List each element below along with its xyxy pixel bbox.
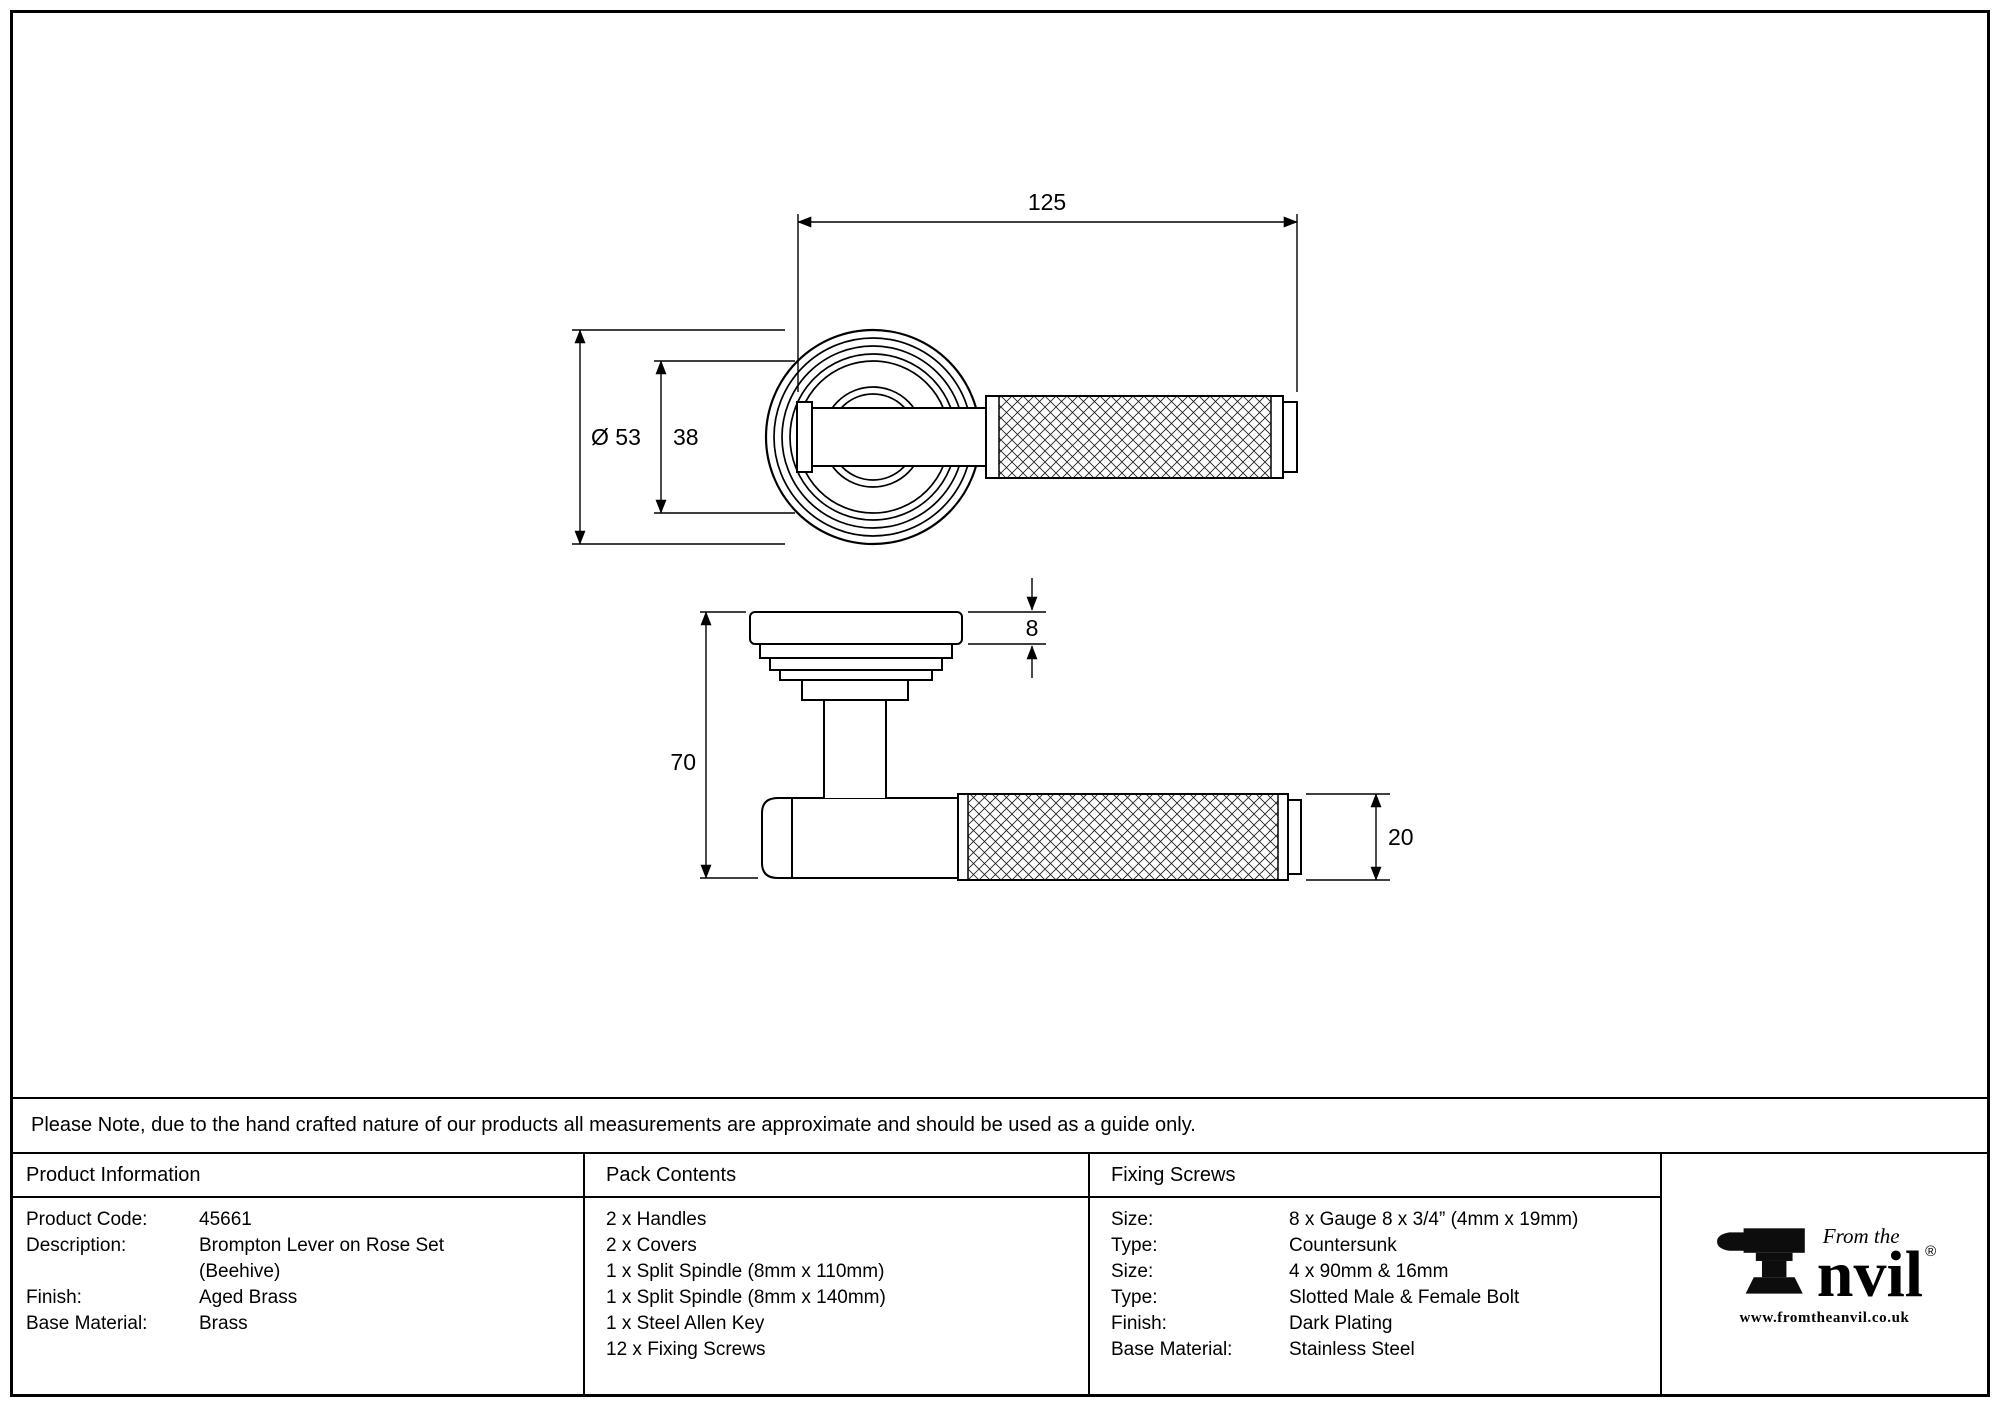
pack-item: 12 x Fixing Screws xyxy=(606,1339,766,1360)
anvil-icon xyxy=(1716,1227,1805,1294)
product-code-label: Product Code: xyxy=(26,1209,148,1230)
dim-20-lines xyxy=(1306,793,1390,881)
front-view-lever xyxy=(796,395,1298,479)
pack-contents-column: Pack Contents 2 x Handles 2 x Covers 1 x… xyxy=(585,1154,1090,1394)
screw-type-value: Countersunk xyxy=(1289,1235,1397,1256)
base-material-label: Base Material: xyxy=(26,1313,148,1334)
bolt-type-label: Type: xyxy=(1111,1287,1158,1308)
screw-size-value: 8 x Gauge 8 x 3/4” (4mm x 19mm) xyxy=(1289,1209,1579,1230)
fixing-screws-column: Fixing Screws Size: 8 x Gauge 8 x 3/4” (… xyxy=(1090,1154,1662,1394)
logo-url: www.fromtheanvil.co.uk xyxy=(1739,1309,1910,1326)
screw-material-label: Base Material: xyxy=(1111,1339,1233,1360)
info-table: Product Information Product Code: 45661 … xyxy=(13,1152,1987,1394)
logo-name: nvil xyxy=(1816,1238,1924,1312)
base-material-row: Base Material: Brass xyxy=(26,1311,583,1337)
screw-type-row: Type: Countersunk xyxy=(1111,1233,1660,1259)
registered-mark-icon: ® xyxy=(1925,1243,1937,1261)
bolt-type-row: Type: Slotted Male & Female Bolt xyxy=(1111,1285,1660,1311)
description-label: Description: xyxy=(26,1235,127,1256)
fixing-screws-header: Fixing Screws xyxy=(1090,1154,1660,1198)
bolt-size-value: 4 x 90mm & 16mm xyxy=(1289,1261,1449,1282)
dim-125-lines xyxy=(797,214,1298,392)
product-code-value: 45661 xyxy=(199,1209,252,1230)
bolt-size-label: Size: xyxy=(1111,1261,1154,1282)
bolt-type-value: Slotted Male & Female Bolt xyxy=(1289,1287,1520,1308)
screw-finish-value: Dark Plating xyxy=(1289,1313,1393,1334)
logo-column: From the nvil ® www.fromtheanvil.co.uk xyxy=(1662,1154,1987,1394)
drawing-area: 125 Ø 53 38 8 70 20 xyxy=(13,13,1987,1097)
screw-finish-label: Finish: xyxy=(1111,1313,1167,1334)
dim-rose-thickness-label: 8 xyxy=(1026,615,1039,641)
side-view xyxy=(749,611,1302,881)
note-text: Please Note, due to the hand crafted nat… xyxy=(31,1114,1196,1136)
finish-value: Aged Brass xyxy=(199,1287,298,1308)
note-bar: Please Note, due to the hand crafted nat… xyxy=(13,1097,1987,1152)
anvil-logo: From the nvil ® www.fromtheanvil.co.uk xyxy=(1713,1222,1936,1327)
dim-38-lines xyxy=(654,360,795,514)
pack-item: 2 x Handles xyxy=(606,1209,707,1230)
product-code-row: Product Code: 45661 xyxy=(26,1207,583,1233)
finish-row: Finish: Aged Brass xyxy=(26,1285,583,1311)
base-material-value: Brass xyxy=(199,1313,248,1334)
technical-drawing: 125 Ø 53 38 8 70 20 xyxy=(572,189,1414,881)
description-value: Brompton Lever on Rose Set (Beehive) xyxy=(199,1235,445,1282)
product-info-column: Product Information Product Code: 45661 … xyxy=(13,1154,585,1394)
screw-size-label: Size: xyxy=(1111,1209,1154,1230)
dim-diameter-label: Ø 53 xyxy=(591,424,641,450)
dim-rose-inner-label: 38 xyxy=(673,424,699,450)
pack-item: 1 x Steel Allen Key xyxy=(606,1313,765,1334)
screw-type-label: Type: xyxy=(1111,1235,1158,1256)
bolt-size-row: Size: 4 x 90mm & 16mm xyxy=(1111,1259,1660,1285)
screw-finish-row: Finish: Dark Plating xyxy=(1111,1311,1660,1337)
pack-item: 1 x Split Spindle (8mm x 140mm) xyxy=(606,1287,886,1308)
sheet-frame: 125 Ø 53 38 8 70 20 Please Note, due to … xyxy=(10,10,1990,1397)
dim-53-lines xyxy=(572,329,785,545)
dim-length-label: 125 xyxy=(1028,189,1066,215)
finish-label: Finish: xyxy=(26,1287,82,1308)
screw-material-value: Stainless Steel xyxy=(1289,1339,1415,1360)
dim-70-lines xyxy=(700,611,758,879)
pack-item: 1 x Split Spindle (8mm x 110mm) xyxy=(606,1261,885,1282)
logo-tagline: From the xyxy=(1822,1224,1900,1249)
pack-contents-header: Pack Contents xyxy=(585,1154,1088,1198)
screw-material-row: Base Material: Stainless Steel xyxy=(1111,1337,1660,1363)
dim-lever-height-label: 20 xyxy=(1388,824,1414,850)
dim-projection-label: 70 xyxy=(670,749,696,775)
product-info-header: Product Information xyxy=(13,1154,583,1198)
screw-size-row: Size: 8 x Gauge 8 x 3/4” (4mm x 19mm) xyxy=(1111,1207,1660,1233)
dim-8-lines xyxy=(968,578,1046,678)
description-row: Description: Brompton Lever on Rose Set … xyxy=(26,1233,583,1285)
pack-item: 2 x Covers xyxy=(606,1235,697,1256)
